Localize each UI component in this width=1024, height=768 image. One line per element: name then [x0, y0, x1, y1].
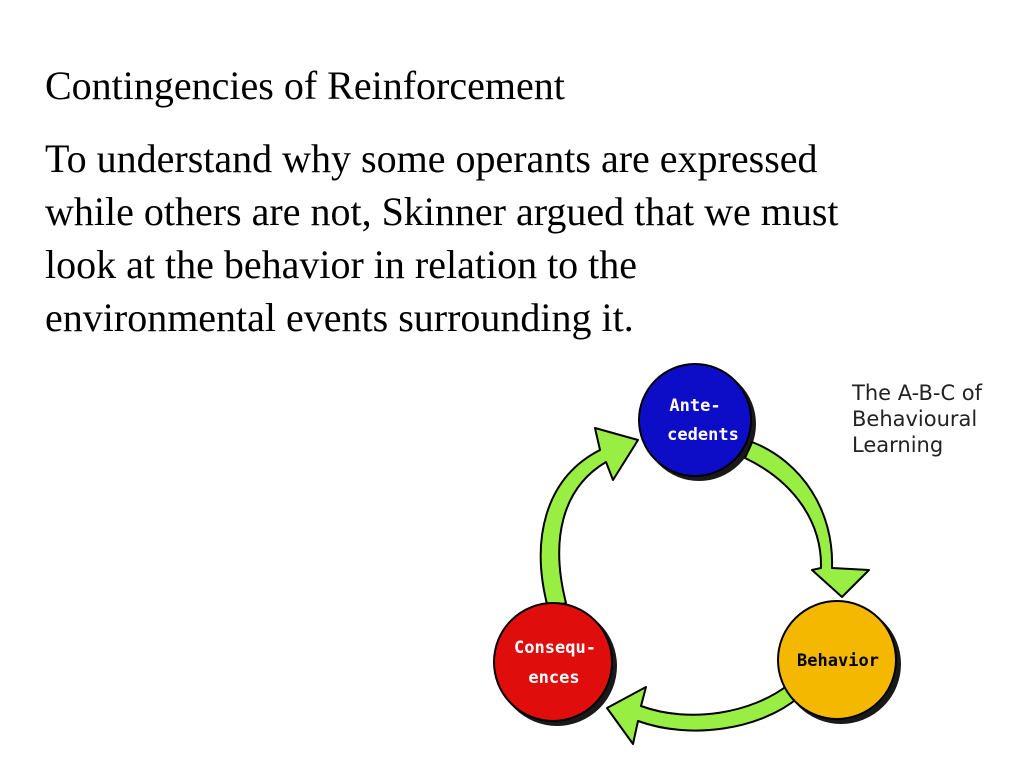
- node-antecedents-circle: [638, 363, 752, 477]
- node-antecedents-label-1: Ante-: [669, 396, 720, 416]
- node-consequences-label-1: Consequ-: [514, 638, 596, 658]
- body-line-1: To understand why some operants are expr…: [45, 136, 818, 181]
- caption-line-2: Behavioural: [852, 407, 978, 431]
- diagram-caption: The A-B-C of Behavioural Learning: [852, 380, 982, 458]
- caption-line-1: The A-B-C of: [852, 381, 983, 405]
- node-behavior-circle: [777, 600, 897, 720]
- node-behavior-label: Behavior: [797, 651, 879, 671]
- node-antecedents-label-2: cedents: [667, 425, 739, 445]
- node-antecedents: Ante- cedents: [638, 363, 752, 477]
- body-line-4: environmental events surrounding it.: [45, 295, 634, 340]
- node-behavior: Behavior: [777, 600, 897, 720]
- node-consequences-label-2: ences: [528, 668, 579, 688]
- arrow-antecedents-to-behavior: [744, 441, 870, 598]
- node-consequences: Consequ- ences: [493, 602, 613, 722]
- node-consequences-circle: [493, 602, 613, 722]
- body-line-3: look at the behavior in relation to the: [45, 242, 638, 287]
- slide-body-text: To understand why some operants are expr…: [45, 132, 839, 344]
- body-line-2: while others are not, Skinner argued tha…: [45, 189, 839, 234]
- arrow-consequences-to-antecedents: [539, 427, 639, 609]
- slide-title: Contingencies of Reinforcement: [45, 63, 565, 108]
- caption-line-3: Learning: [852, 433, 944, 457]
- arrow-behavior-to-consequences: [606, 684, 800, 745]
